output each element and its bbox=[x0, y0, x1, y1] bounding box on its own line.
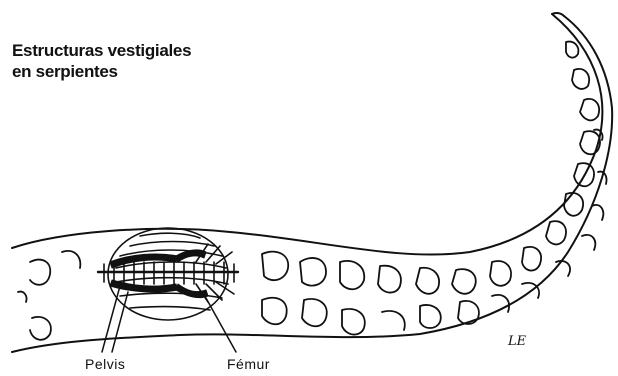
scale-pattern bbox=[18, 42, 607, 340]
femur-label: Fémur bbox=[227, 356, 270, 372]
snake-body-top-edge bbox=[12, 14, 602, 255]
artist-signature: LE bbox=[508, 334, 526, 349]
pelvis-leader-2 bbox=[102, 286, 120, 352]
vestigial-structures bbox=[98, 228, 238, 320]
femur-leader bbox=[206, 298, 236, 352]
snake-body-bottom-edge bbox=[12, 16, 612, 352]
pelvis-label: Pelvis bbox=[85, 356, 125, 372]
